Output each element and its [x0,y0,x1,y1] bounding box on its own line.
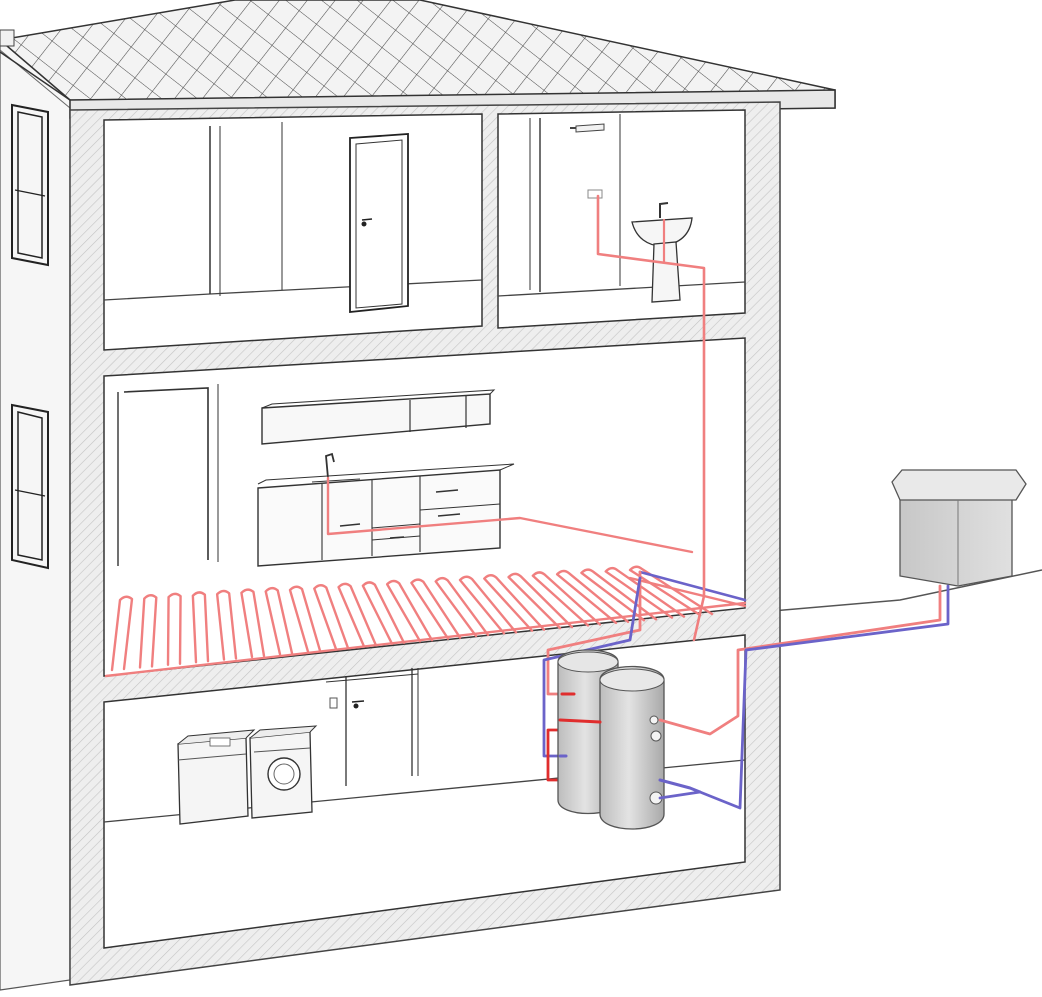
utility-room [177,668,419,825]
wash-basin-icon [587,189,693,303]
outdoor-heat-pump-unit [891,469,1027,587]
kitchen-tap-icon [325,452,335,479]
wall-cabinets [261,389,496,445]
house-side-facade [0,39,71,991]
heat-pump-return-line [658,584,950,810]
kitchen [117,384,515,567]
bathroom [529,114,693,303]
bedroom [209,122,409,313]
heating-pipes [326,194,706,782]
kitchen-counter [257,452,515,567]
bedroom-door [349,133,409,313]
buffer-coil-link [546,728,562,782]
underfloor-heating-loop [104,565,747,678]
side-window-lower [11,403,49,570]
floor-heating-manifold-front [104,601,747,678]
floor-heating-return [638,570,747,602]
dhw-tank-return-stub [658,778,702,794]
kitchen-branch [326,476,694,554]
tumble-dryer-icon [177,729,256,825]
washing-machine-icon [249,725,318,819]
tank-flow-upper [546,570,642,696]
heat-pump-flow-line [658,584,942,736]
hot-water-riser [596,194,706,642]
side-window-upper [11,103,49,267]
pipe-connections [558,584,950,810]
chimney-stub [0,29,15,47]
roof [0,0,836,119]
hot-water-tank [599,665,665,830]
floor-heating-supply [628,576,747,608]
shower-head-icon [570,123,605,133]
tank-interconnect-hot [558,718,602,724]
floor-heating-coil [110,565,714,672]
